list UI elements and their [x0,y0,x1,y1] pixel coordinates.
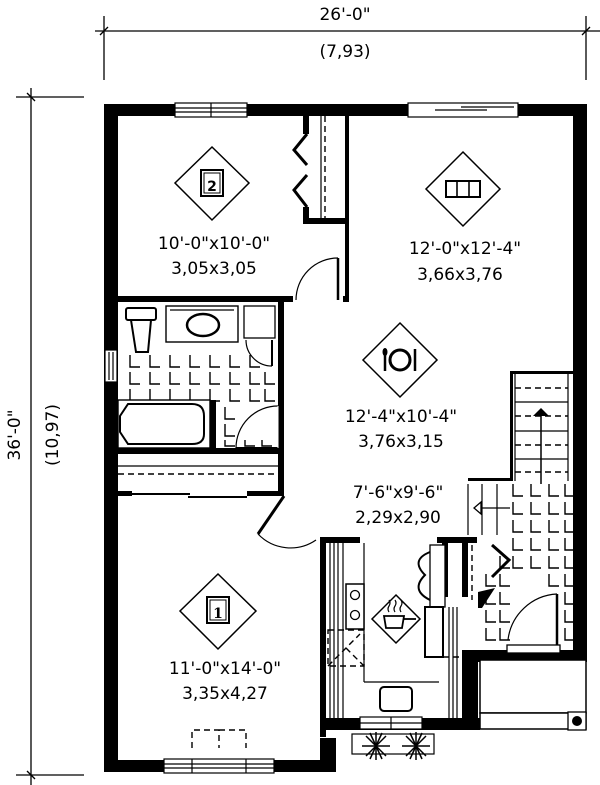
door-bedroom1 [256,495,317,549]
arrow-up-icon [533,408,549,416]
svg-text:3,05x3,05: 3,05x3,05 [171,259,257,279]
svg-text:3,35x4,27: 3,35x4,27 [182,684,268,704]
svg-text:7'-6"x9'-6": 7'-6"x9'-6" [353,483,444,503]
entry-tiles [485,484,573,641]
stove-icon [345,583,365,630]
svg-text:3,76x3,15: 3,76x3,15 [358,432,444,452]
stairs [467,371,573,535]
refrigerator-icon [424,606,444,658]
svg-text:2,29x2,90: 2,29x2,90 [355,508,441,528]
plant-icon [362,732,430,760]
room-label-kitchen: 7'-6"x9'-6" 2,29x2,90 [353,483,444,528]
width-imperial: 26'-0" [319,5,370,25]
width-metric: (7,93) [319,42,370,62]
pantry-door [417,551,431,601]
door-bedroom2 [295,257,340,301]
porch [479,659,587,731]
dishwasher-icon [327,629,365,667]
svg-text:12'-0"x12'-4": 12'-0"x12'-4" [409,239,521,259]
sink-icon [165,305,239,343]
bed-2-icon: 2 [173,145,251,222]
entry-door [506,593,561,654]
cooking-pot-icon [370,593,422,645]
depth-imperial: 36'-0" [5,409,25,460]
window-bedroom1 [163,758,275,774]
svg-text:11'-0"x14'-0": 11'-0"x14'-0" [169,659,281,679]
plate-cutlery-icon [361,321,439,399]
window-living [407,102,519,118]
window-bedroom2 [174,102,248,118]
room-label-living: 12'-0"x12'-4" 3,66x3,76 [409,239,521,285]
svg-text:2: 2 [207,179,217,195]
light-icon [572,716,582,726]
bathroom [117,305,279,449]
sofa-icon [424,150,502,228]
room-label-bedroom2: 10'-0"x10'-0" 3,05x3,05 [158,234,270,279]
svg-text:1: 1 [213,606,223,622]
window-bath [104,349,118,383]
svg-text:10'-0"x10'-0": 10'-0"x10'-0" [158,234,270,254]
svg-text:3,66x3,76: 3,66x3,76 [417,265,503,285]
bed-1-icon: 1 [178,572,258,651]
svg-text:12'-4"x10'-4": 12'-4"x10'-4" [345,407,457,427]
closet-bedroom2 [292,116,326,218]
kitchen [327,543,462,760]
entry-closet-door [471,543,512,600]
depth-dimension: 36'-0" (10,97) [5,88,84,785]
kitchen-sink-icon [379,686,413,712]
door-bathroom [235,405,279,449]
width-dimension: 26'-0" (7,93) [95,5,600,80]
toilet-icon [125,307,157,353]
depth-metric: (10,97) [43,404,63,466]
linen-closet [243,305,276,367]
bathtub-icon [117,399,211,449]
room-label-bedroom1: 11'-0"x14'-0" 3,35x4,27 [169,659,281,704]
hall-closet [118,465,278,498]
room-label-dining: 12'-4"x10'-4" 3,76x3,15 [345,407,457,452]
closet-bedroom1 [191,729,247,748]
